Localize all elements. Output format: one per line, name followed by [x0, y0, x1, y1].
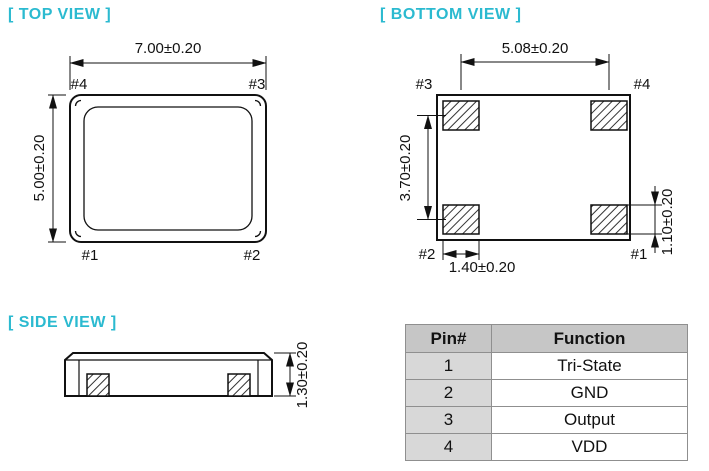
bottom-view-pad-width-dimension-lines: [442, 240, 480, 260]
side-view-label: [ SIDE VIEW ]: [8, 314, 117, 331]
top-view-height-dim-text: 5.00±0.20: [31, 135, 48, 202]
bottom-view-pin1-label: #1: [631, 246, 648, 263]
bottom-view-height-dimension-lines: [417, 115, 446, 220]
top-view-height-dimension-lines: [48, 94, 66, 243]
table-row: 3 Output: [405, 406, 688, 434]
pin-number-cell: 3: [405, 406, 492, 434]
top-view-lid-outline: [83, 106, 253, 231]
pad-2: [442, 204, 480, 235]
bottom-view-pads: [442, 100, 628, 235]
top-view-body-outline: [69, 94, 267, 243]
bottom-view-pin3-label: #3: [416, 76, 433, 93]
top-view-pin4-label: #4: [71, 76, 88, 93]
function-cell: Output: [491, 406, 688, 434]
top-view-label: [ TOP VIEW ]: [8, 6, 112, 23]
pin-number-header: Pin#: [405, 324, 492, 353]
top-view-pin1-label: #1: [82, 247, 99, 264]
table-row: 1 Tri-State: [405, 352, 688, 380]
function-cell: GND: [491, 379, 688, 407]
bottom-view-pin2-label: #2: [419, 246, 436, 263]
function-cell: Tri-State: [491, 352, 688, 380]
side-view-end-terminals: [78, 360, 259, 396]
side-view-drawing: [64, 352, 296, 397]
table-header-row: Pin# Function: [405, 324, 688, 353]
bottom-view-pad-height-dim-text: 1.10±0.20: [659, 189, 676, 256]
bottom-view-width-dim-text: 5.08±0.20: [502, 40, 569, 57]
pin-number-cell: 2: [405, 379, 492, 407]
pin-number-cell: 4: [405, 433, 492, 461]
pin-function-table: Pin# Function 1 Tri-State 2 GND 3 Output…: [405, 324, 688, 461]
top-view-width-dimension-lines: [69, 56, 267, 90]
table-row: 4 VDD: [405, 433, 688, 461]
side-view-pads: [86, 373, 251, 397]
bottom-view-pad-width-dim-text: 1.40±0.20: [449, 259, 516, 276]
pad-1: [590, 204, 628, 235]
bottom-view-drawing: [417, 54, 662, 260]
pad-4: [590, 100, 628, 131]
bottom-view-width-dimension-lines: [460, 54, 610, 90]
side-view-height-dim-text: 1.30±0.20: [294, 342, 311, 409]
table-row: 2 GND: [405, 379, 688, 407]
top-view-corner-castellations: [74, 99, 262, 238]
top-view-pin2-label: #2: [244, 247, 261, 264]
top-view-drawing: [48, 56, 267, 243]
top-view-pin3-label: #3: [249, 76, 266, 93]
bottom-view-pad-height-dimension-lines: [627, 186, 662, 253]
function-header: Function: [491, 324, 688, 353]
side-pad-left: [86, 373, 110, 397]
bottom-view-height-dim-text: 3.70±0.20: [397, 135, 414, 202]
pin-number-cell: 1: [405, 352, 492, 380]
top-view-width-dim-text: 7.00±0.20: [135, 40, 202, 57]
bottom-view-pin4-label: #4: [634, 76, 651, 93]
side-view-height-dimension-lines: [274, 352, 296, 397]
side-pad-right: [227, 373, 251, 397]
bottom-view-label: [ BOTTOM VIEW ]: [380, 6, 522, 23]
function-cell: VDD: [491, 433, 688, 461]
pad-3: [442, 100, 480, 131]
